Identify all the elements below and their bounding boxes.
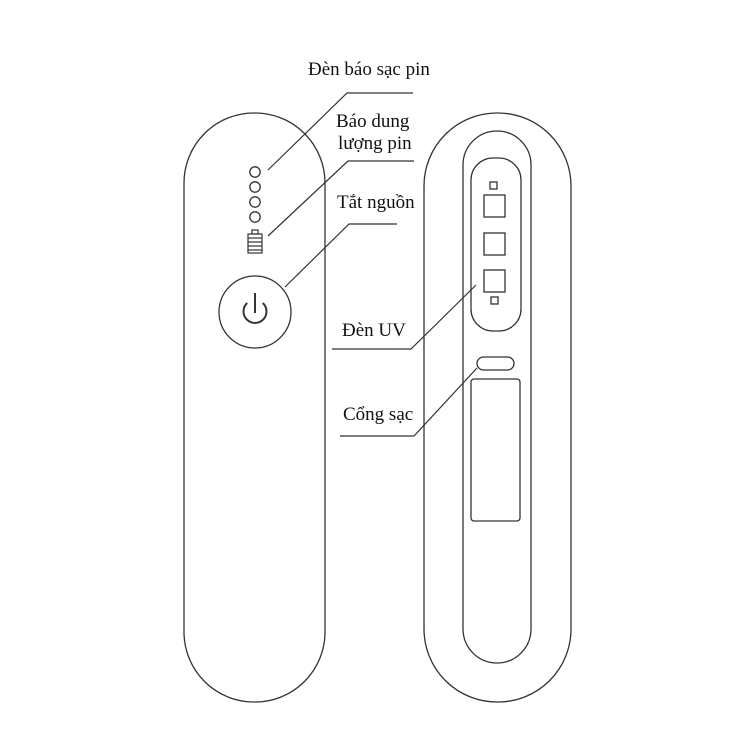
led-dot-icon bbox=[249, 181, 261, 193]
port-cover bbox=[470, 378, 521, 522]
label-power-off: Tắt nguồn bbox=[337, 192, 415, 213]
label-uv-lamp: Đèn UV bbox=[342, 320, 406, 341]
leader-lines bbox=[267, 92, 478, 437]
leader-line-charge-indicator bbox=[267, 92, 413, 171]
uv-lamp-window bbox=[470, 157, 522, 332]
label-battery-capacity-line1: Báo dung bbox=[336, 111, 410, 132]
led-dot-icon bbox=[249, 166, 261, 178]
device-front-view bbox=[183, 112, 326, 703]
battery-icon bbox=[247, 229, 263, 254]
leader-line-power-off bbox=[284, 223, 397, 288]
power-icon bbox=[242, 293, 268, 324]
charge-indicator-leds bbox=[249, 166, 261, 223]
charging-port bbox=[476, 356, 515, 371]
device-back-body bbox=[423, 112, 572, 703]
led-dot-icon bbox=[249, 196, 261, 208]
leader-line-charging-port bbox=[340, 367, 478, 437]
label-battery-capacity-line2: lượng pin bbox=[338, 133, 412, 154]
device-back-inner-panel bbox=[462, 130, 532, 664]
device-back-view bbox=[423, 112, 572, 703]
device-front-body bbox=[183, 112, 326, 703]
leader-line-battery-capacity bbox=[267, 160, 414, 237]
label-charging-port: Cổng sạc bbox=[343, 404, 414, 425]
led-dot-icon bbox=[249, 211, 261, 223]
leader-line-uv-lamp bbox=[332, 284, 477, 350]
label-charge-indicator: Đèn báo sạc pin bbox=[308, 59, 430, 80]
power-button bbox=[218, 275, 292, 349]
